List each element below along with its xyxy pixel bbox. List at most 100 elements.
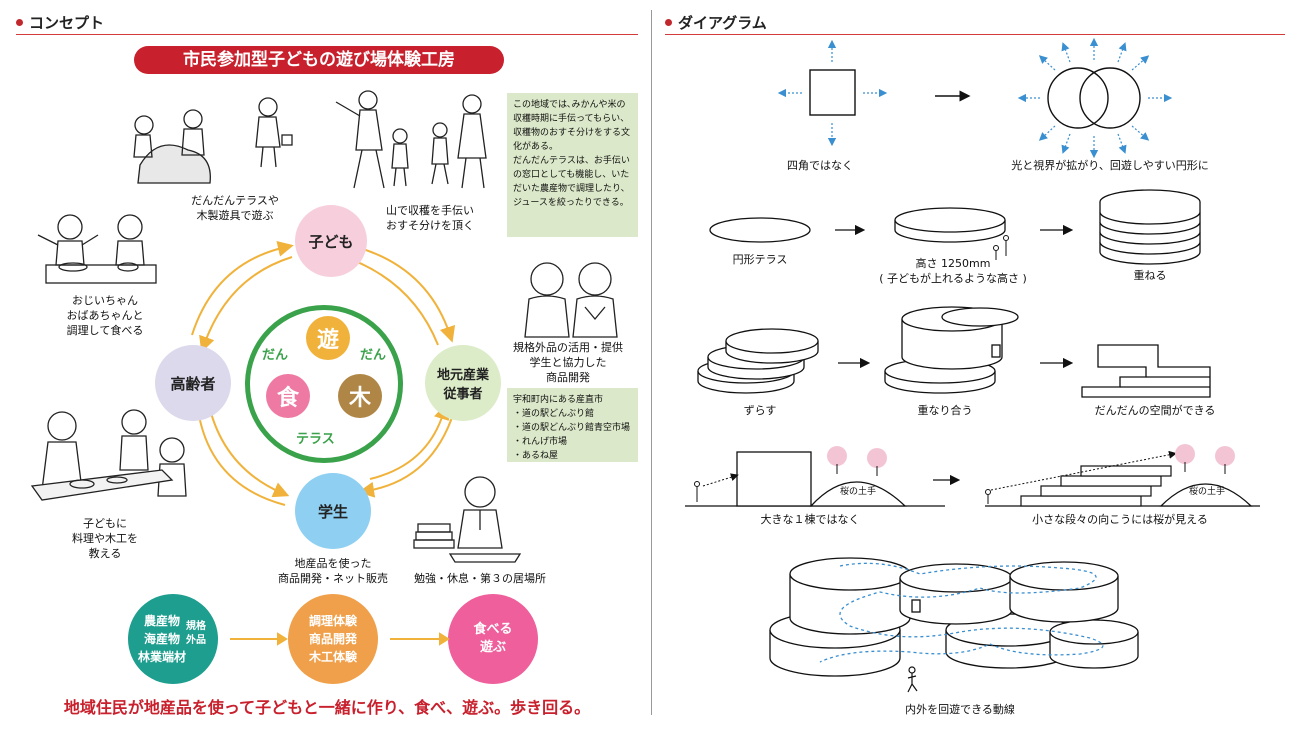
- center-wood-char: 木: [348, 386, 371, 411]
- center-terrace: テラス: [296, 432, 335, 447]
- walking-person-icon: [907, 666, 918, 693]
- node-industry-label: 地元産業 従事者: [436, 368, 489, 402]
- caption-irregular: 規格外品の活用・提供 学生と協力した 商品開発: [513, 341, 623, 384]
- node-student-label: 学生: [317, 502, 348, 521]
- caption-circle-terrace: 円形テラス: [732, 253, 788, 266]
- market-item: ・れんげ市場: [513, 437, 568, 447]
- children-playing-illustration: [133, 97, 293, 184]
- market-item: ・道の駅どんぶり館青空市場: [513, 423, 631, 433]
- flow-arrows: [230, 632, 450, 646]
- diagram-terrace-stack: [709, 189, 1201, 265]
- caption-space: だんだんの空間ができる: [1094, 404, 1216, 417]
- note-direct-markets-title: 宇和町内にある産直市: [513, 395, 604, 405]
- cherry-tree-icons: [827, 446, 887, 476]
- diagram-cherry-view: 桜の土手 桜の土手: [685, 444, 1260, 507]
- family-walking-illustration: [335, 90, 487, 189]
- caption-not-square: 四角ではなく: [787, 159, 853, 172]
- center-food-char: 食: [276, 386, 299, 411]
- caption-circulation: 内外を回遊できる動線: [905, 703, 1015, 716]
- section-divider: [651, 10, 652, 715]
- caption-circular: 光と視界が拡がり、回遊しやすい円形に: [1011, 159, 1209, 172]
- grandparents-cooking-illustration: [37, 214, 157, 284]
- node-child: 子ども: [295, 205, 367, 277]
- flow-experience-label: 調理体験 商品開発 木工体験: [308, 614, 357, 664]
- terrace-composition: [769, 557, 1139, 677]
- arrow-student-elderly: [191, 402, 286, 506]
- flow-irregular-label: 規格 外品: [186, 621, 206, 646]
- center-play-char: 遊: [316, 328, 339, 353]
- caption-products: 地産品を使った 商品開発・ネット販売: [278, 557, 388, 585]
- center-dan-left: だん: [262, 348, 289, 363]
- person-icon: [694, 481, 700, 502]
- flow-materials-circle: 農産物 海産物 林業端材: [128, 594, 218, 684]
- cherry-bank-hill: [809, 481, 907, 507]
- diagram-heading-label: ダイアグラム: [678, 14, 767, 32]
- hill-label-right: 桜の土手: [1189, 485, 1225, 497]
- circle-radiating-arrows: [1017, 38, 1173, 158]
- caption-study: 勉強・休息・第３の居場所: [414, 572, 546, 585]
- student-studying-illustration: [413, 476, 522, 563]
- caption-grandparents: おじいちゃん おばあちゃんと 調理して食べる: [66, 294, 144, 337]
- flow-eat-play-circle: 食べる 遊ぶ: [448, 594, 538, 684]
- caption-teach: 子どもに 料理や木工を 教える: [72, 517, 138, 560]
- diagram-heading: ダイアグラム: [665, 12, 767, 33]
- bottom-message: 地域住民が地産品を使って子どもと一緒に作り、食べ、遊ぶ。歩き回る。: [63, 698, 591, 717]
- diagram-square-to-circles: [777, 38, 1173, 158]
- sightline-2: [990, 450, 1177, 491]
- concept-heading: コンセプト: [16, 12, 104, 33]
- caption-height: 高さ 1250mm ( 子どもが上れるような高さ ): [879, 257, 1027, 285]
- concept-heading-label: コンセプト: [29, 14, 105, 32]
- caption-stack: 重ねる: [1133, 269, 1167, 282]
- flow-eat-play-label: 食べる 遊ぶ: [473, 622, 513, 655]
- diagram-shift-overlap: [697, 306, 1211, 398]
- node-elderly: 高齢者: [155, 345, 231, 421]
- shifted-discs: [697, 328, 819, 394]
- small-steps: [1020, 465, 1172, 507]
- stacked-discs: [1099, 189, 1201, 265]
- flow-materials-label: 農産物 海産物 林業端材: [137, 614, 186, 664]
- cherry-tree-icons-2: [1175, 444, 1235, 474]
- square-shape: [809, 69, 856, 116]
- node-industry: 地元産業 従事者: [425, 345, 501, 421]
- center-wood-circle: 木: [338, 374, 382, 418]
- node-student: 学生: [295, 473, 371, 549]
- concept-banner: 市民参加型子どもの遊び場体験工房: [134, 46, 504, 74]
- hill-label-left: 桜の土手: [840, 485, 876, 497]
- arrow-student-industry: [369, 403, 450, 480]
- caption-not-one: 大きな１棟ではなく: [760, 513, 860, 526]
- note-direct-markets: 宇和町内にある産直市 ・道の駅どんぶり館 ・道の駅どんぶり館青空市場 ・れんげ市…: [507, 388, 638, 462]
- flow-experience-circle: 調理体験 商品開発 木工体験: [288, 594, 378, 684]
- arrow-industry-student: [358, 404, 457, 498]
- caption-overlap: 重なり合う: [917, 404, 973, 417]
- caption-harvest: 山で収穫を手伝い おすそ分けを頂く: [386, 204, 474, 232]
- arrow-elderly-child: [191, 240, 294, 336]
- caption-cherry-view: 小さな段々の向こうには桜が見える: [1032, 513, 1208, 526]
- center-food-circle: 食: [266, 374, 310, 418]
- note-harvest-culture: この地域では､みかんや米の収穫時期に手伝ってもらい、収穫物のおすそ分けをする文化…: [507, 93, 638, 237]
- large-building: [736, 451, 812, 507]
- circulation-path: [819, 562, 1104, 663]
- node-child-label: 子ども: [308, 232, 354, 251]
- stepped-section: [1081, 344, 1211, 398]
- person-icon: [985, 489, 991, 504]
- caption-shift: ずらす: [743, 404, 777, 417]
- circle-shape-right: [1079, 67, 1141, 129]
- diagram-circulation: [769, 557, 1139, 693]
- cherry-bank-hill-2: [1159, 483, 1253, 507]
- diagram-rule: [665, 34, 1285, 35]
- arrow-child-elderly: [199, 256, 293, 353]
- sightline: [702, 473, 739, 487]
- concept-rule: [16, 34, 638, 35]
- teaching-cooking-illustration: [30, 409, 187, 501]
- people-icon: [993, 235, 1009, 260]
- terrace-raised: [894, 207, 1006, 243]
- center-play-circle: 遊: [306, 316, 350, 360]
- overlapping-discs: [884, 306, 1019, 394]
- market-item: ・道の駅どんぶり館: [513, 409, 595, 419]
- elderly-couple-illustration: [524, 262, 618, 338]
- terrace-disc: [709, 217, 811, 243]
- node-elderly-label: 高齢者: [170, 374, 216, 393]
- caption-terrace-play: だんだんテラスや 木製遊具で遊ぶ: [191, 194, 279, 222]
- square-expansion-arrows: [777, 39, 888, 147]
- bullet-icon: [16, 19, 23, 26]
